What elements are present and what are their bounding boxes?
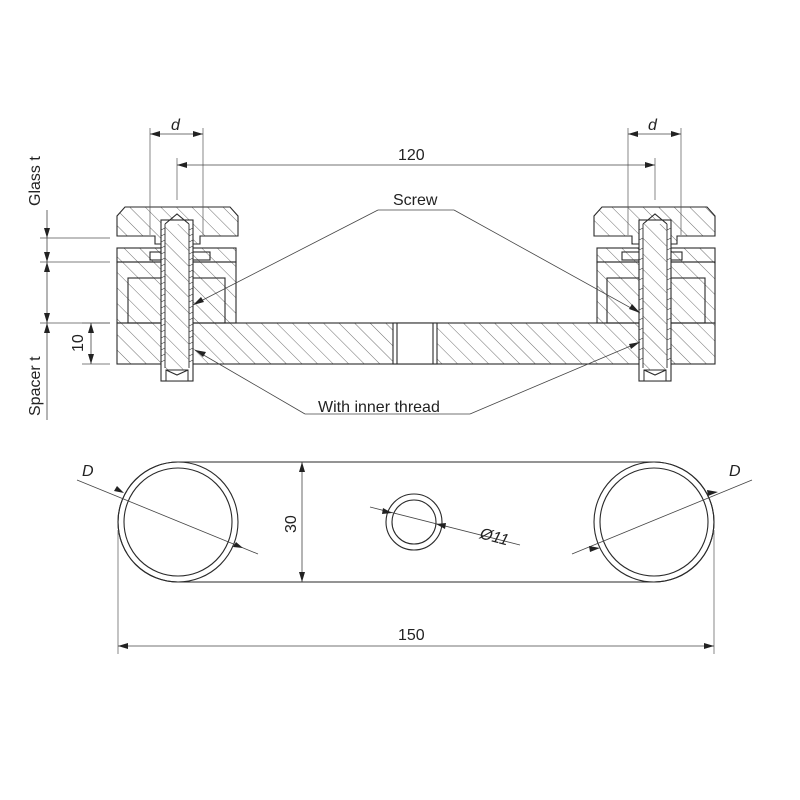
center-bore — [392, 322, 438, 365]
dim-150-label: 150 — [398, 627, 425, 644]
left-clamp-assembly — [116, 206, 239, 382]
dim-D-left: D — [76, 463, 259, 555]
dim-glass-spacer: Glass t Spacer t — [27, 156, 110, 420]
section-view: d d 120 Screw — [27, 117, 716, 420]
spacer-t-label: Spacer t — [27, 356, 44, 416]
plan-view: D D Ø11 30 150 — [76, 461, 753, 654]
dim-D-right: D — [571, 463, 753, 555]
dim-150: 150 — [117, 530, 715, 654]
right-hole-inner — [599, 467, 709, 577]
dim-D-left-label: D — [82, 463, 94, 480]
left-hole-inner — [123, 467, 233, 577]
inner-thread-callout: With inner thread — [194, 341, 641, 416]
left-hole-outer — [117, 461, 239, 583]
center-hole-inner — [391, 499, 437, 545]
plate-outline — [117, 461, 715, 583]
dim-30: 30 — [283, 462, 305, 582]
dim-30-label: 30 — [283, 515, 300, 533]
dim-120-label: 120 — [398, 147, 425, 164]
right-hole-outer — [593, 461, 715, 583]
screw-label: Screw — [393, 192, 438, 209]
dim-120: 120 — [176, 147, 656, 200]
glass-t-label: Glass t — [27, 156, 44, 206]
dim-d-right-label: d — [648, 117, 658, 134]
inner-thread-label: With inner thread — [318, 399, 440, 416]
right-clamp-assembly — [593, 206, 716, 382]
dim-10: 10 — [70, 322, 110, 365]
screw-callout: Screw — [192, 192, 641, 314]
center-hole-outer — [385, 493, 443, 551]
dim-d-left-label: d — [171, 117, 181, 134]
dim-d-right: d — [627, 117, 682, 235]
hole-dia-label: Ø11 — [477, 525, 510, 549]
dim-d-left: d — [149, 117, 204, 235]
dim-10-label: 10 — [70, 334, 87, 352]
dim-D-right-label: D — [729, 463, 741, 480]
